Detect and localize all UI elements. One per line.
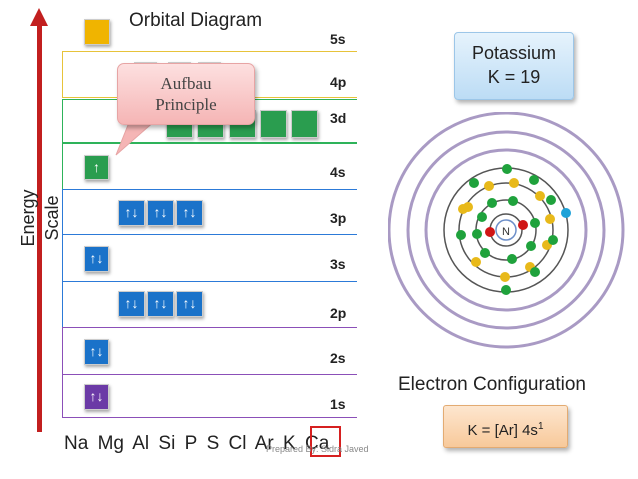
orbital-3d-box [260,110,287,138]
level-label-3d: 3d [330,110,347,126]
electron-green [502,164,512,174]
level-label-2p: 2p [330,305,347,321]
outer-shell-ring [406,130,606,330]
level-bracket-3p [62,189,357,235]
electron-green [501,285,511,295]
orbital-2p-box: ↑↓ [118,291,145,317]
electron-green [472,229,482,239]
electron-yellow [484,181,494,191]
electron-config-superscript: 1 [537,421,544,432]
element-label: Cl [228,433,247,454]
nucleus [495,219,517,241]
aufbau-line1: Aufbau [160,74,212,93]
level-label-3s: 3s [330,256,346,272]
orbital-3p-box: ↑↓ [118,200,145,226]
orbital-2s-box: ↑↓ [84,339,109,365]
electron-green [548,235,558,245]
level-bracket-1s [62,374,357,418]
orbital-1s-box: ↑↓ [84,384,109,410]
energy-axis-arrowhead [30,8,48,26]
element-label: Na [64,433,89,454]
aufbau-callout: Aufbau Principle [117,63,255,125]
level-label-4p: 4p [330,74,347,90]
electron-config-title: Electron Configuration [398,374,586,395]
element-label: P [184,433,198,454]
electron-green [530,218,540,228]
aufbau-line2: Principle [155,95,217,114]
energy-axis-line [37,22,42,432]
credit-text: Prepared By: Sidra Javed [266,444,369,454]
electron-yellow [458,204,468,214]
electron-config-text: K = [Ar] 4s [467,422,538,439]
level-bracket-2p [62,281,357,328]
energy-axis-label: Energy Scale [18,189,62,247]
orbital-3d-box [291,110,318,138]
element-label: Ar [254,433,274,454]
orbital-3p-box: ↑↓ [147,200,174,226]
atom-card: Potassium K = 19 [454,32,574,100]
valence-electron [561,208,571,218]
level-label-1s: 1s [330,396,346,412]
electron-green [546,195,556,205]
element-label: Mg [97,433,124,454]
electron-green [469,178,479,188]
orbital-5s-box [84,19,110,45]
outer-shell-ring [424,148,588,312]
element-label: S [206,433,220,454]
electron-yellow [471,257,481,267]
element-label: Si [158,433,176,454]
orbital-3p-box: ↑↓ [176,200,203,226]
level-label-2s: 2s [330,350,346,366]
electron-green [456,230,466,240]
electron-config-box: K = [Ar] 4s1 [443,405,568,448]
electron-yellow [500,272,510,282]
electron-green [480,248,490,258]
electron-green [508,196,518,206]
orbital-2p-box: ↑↓ [176,291,203,317]
atom-number: K = 19 [487,67,541,87]
electron-yellow [509,178,519,188]
electron-green [529,175,539,185]
bohr-model: N [388,112,625,349]
orbital-4s-box: ↑ [84,155,109,180]
electron-red [518,220,528,230]
electron-green [507,254,517,264]
level-label-3p: 3p [330,210,347,226]
atom-name: Potassium [471,43,557,63]
electron-green [477,212,487,222]
orbital-3s-box: ↑↓ [84,246,109,272]
electron-yellow [545,214,555,224]
diagram-title: Orbital Diagram [129,10,263,31]
electron-yellow [535,191,545,201]
element-label: K [283,433,296,454]
level-label-5s: 5s [330,31,346,47]
orbital-2p-box: ↑↓ [147,291,174,317]
level-label-4s: 4s [330,164,346,180]
electron-green [487,198,497,208]
nucleus-label: N [502,226,510,238]
electron-green [526,241,536,251]
highlighted-element-box [310,426,341,457]
element-label: Al [132,433,150,454]
outer-shell-ring [388,112,625,349]
electron-red [485,227,495,237]
electron-green [530,267,540,277]
